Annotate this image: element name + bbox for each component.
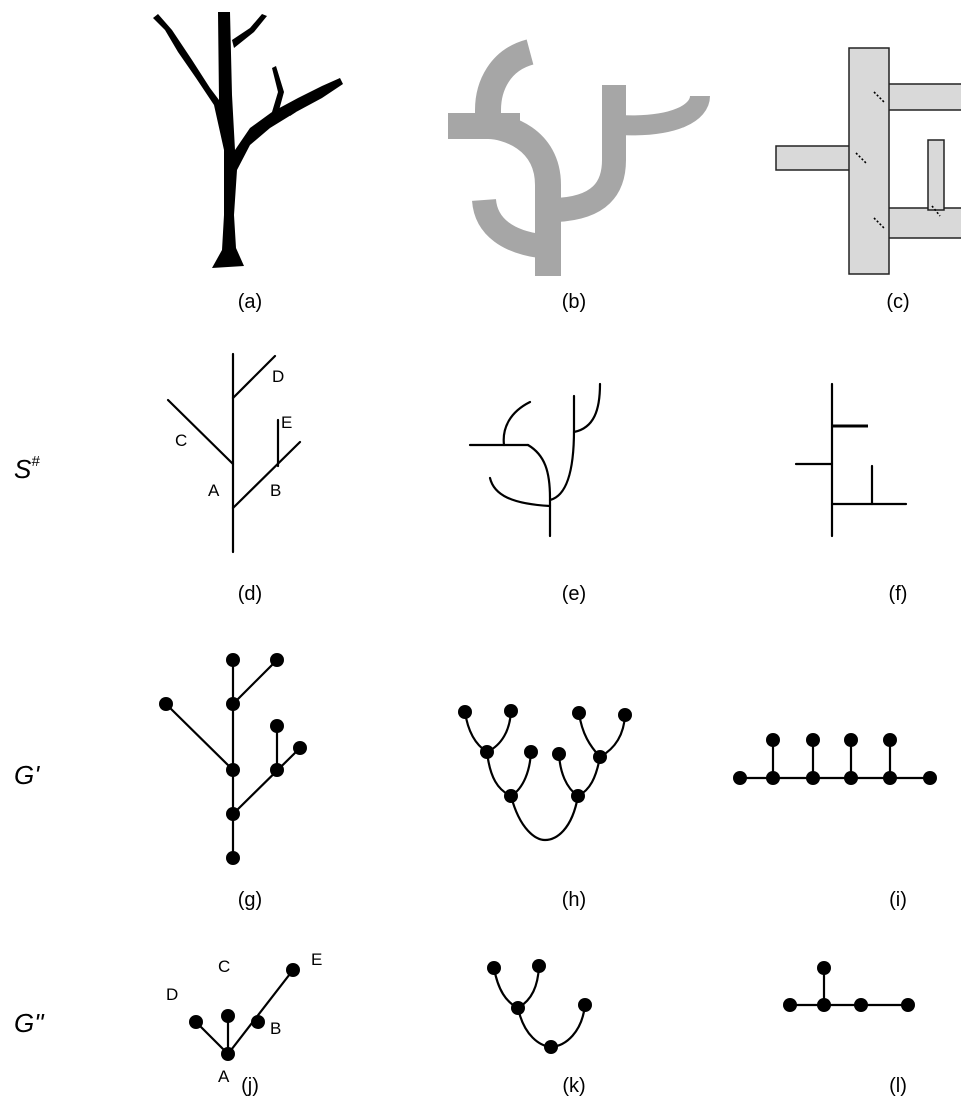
caption-b: (b) (562, 291, 586, 313)
caption-j: (j) (241, 1075, 259, 1097)
label-d-D: D (272, 367, 284, 386)
skeleton-e (468, 382, 602, 538)
label-j-E: E (311, 950, 322, 969)
caption-a: (a) (238, 291, 262, 313)
label-d-C: C (175, 431, 187, 450)
graph-i (733, 733, 937, 785)
row-label-g-double-prime: G" (14, 1008, 45, 1038)
graph-g (159, 653, 307, 865)
label-j-C: C (218, 957, 230, 976)
gray-tube-shape (448, 39, 710, 276)
graph-l (783, 961, 915, 1012)
label-d-B: B (270, 481, 281, 500)
caption-i: (i) (889, 889, 907, 911)
rectangles-shape (775, 47, 961, 275)
caption-k: (k) (562, 1075, 585, 1097)
label-j-D: D (166, 985, 178, 1004)
label-j-B: B (270, 1019, 281, 1038)
caption-e: (e) (562, 583, 586, 605)
caption-c: (c) (886, 291, 909, 313)
label-d-A: A (208, 481, 220, 500)
caption-g: (g) (238, 889, 262, 911)
caption-d: (d) (238, 583, 262, 605)
label-d-E: E (281, 413, 292, 432)
caption-h: (h) (562, 889, 586, 911)
label-j-A: A (218, 1067, 230, 1086)
graph-h (458, 704, 632, 842)
skeleton-d (166, 352, 302, 554)
row-label-s-sharp: S# (14, 453, 40, 484)
row-label-g-prime: G' (14, 760, 40, 790)
graph-k (487, 959, 592, 1054)
caption-l: (l) (889, 1075, 907, 1097)
tree-silhouette (153, 12, 343, 268)
caption-f: (f) (889, 583, 908, 605)
graph-j (189, 963, 300, 1061)
skeleton-f (794, 382, 908, 538)
